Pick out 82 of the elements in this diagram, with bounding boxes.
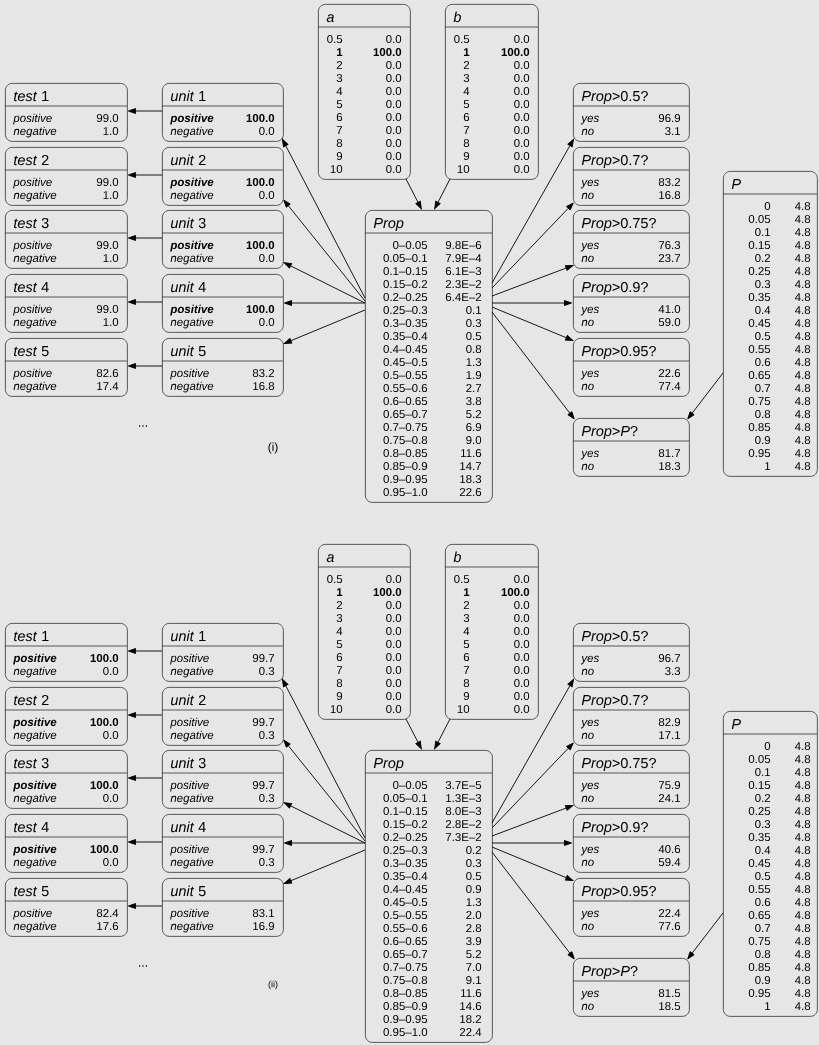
arrow: [434, 718, 451, 750]
table-box: unit 3 positive 100.0 negative 0.0: [161, 210, 284, 269]
arrow: [283, 802, 366, 844]
ellipsis: ...: [139, 965, 147, 967]
arrow: [687, 912, 724, 960]
table-box: Prop>0.5? yes 96.7 no 3.3: [572, 623, 690, 682]
table-box: unit 4 positive 99.7 negative 0.3: [161, 814, 284, 873]
panel-label: (ii): [268, 980, 278, 990]
table-box: P 0 4.8 0.05 4.8 0.1 4.8 0.15 4.8 0.2 4.8 0.25 4.8 0.3 4.8 0.35 4.8 0.4 4.8 0.45 4.8 0.5 4.8 0.55 4.8 0.6 4.8 0.65 4.8 0.7 4.8 0.75 4.8 0.8 4.8 0.85 4.8 0.9 4.8 0.95 4.8 1 4.8: [722, 171, 818, 477]
arrow: [491, 742, 574, 829]
ellipsis: ...: [139, 425, 147, 427]
arrow: [127, 903, 163, 909]
arrow: [283, 199, 366, 302]
table-box: test 3 positive 99.0 negative 1.0: [4, 210, 128, 269]
arrow: [491, 851, 575, 960]
arrow: [127, 775, 163, 781]
table-box: test 1 positive 100.0 negative 0.0: [4, 623, 128, 682]
arrow: [127, 839, 163, 845]
arrow: [127, 235, 163, 241]
arrow: [127, 172, 163, 178]
table-box: Prop>P? yes 81.5 no 18.5: [572, 958, 690, 1017]
arrow: [491, 805, 574, 837]
table-box: P 0 4.8 0.05 4.8 0.1 4.8 0.15 4.8 0.2 4.8 0.25 4.8 0.3 4.8 0.35 4.8 0.4 4.8 0.45 4.8 0.5 4.8 0.55 4.8 0.6 4.8 0.65 4.8 0.7 4.8 0.75 4.8 0.8 4.8 0.85 4.8 0.9 4.8 0.95 4.8 1 4.8: [722, 711, 818, 1017]
arrow: [127, 108, 163, 114]
table-box: unit 1 positive 99.7 negative 0.3: [161, 623, 284, 682]
arrow: [491, 138, 574, 284]
arrow: [405, 178, 422, 210]
table-box: Prop>P? yes 81.7 no 18.3: [572, 418, 690, 477]
table-box: unit 5 positive 83.2 negative 16.8: [161, 338, 284, 397]
table-box: unit 3 positive 99.7 negative 0.3: [161, 750, 284, 809]
table-box: unit 4 positive 100.0 negative 0.0: [161, 274, 284, 333]
arrow: [281, 138, 366, 299]
table-box: Prop>0.95? yes 22.4 no 77.6: [572, 878, 690, 937]
arrow: [687, 372, 724, 420]
table-box: b 0.5 0.0 1 100.0 2 0.0 3 0.0 4 0.0 5 0.0 6 0.0 7 0.0 8 0.0 9 0.0 10 0.0: [444, 4, 539, 180]
arrow: [127, 363, 163, 369]
arrow: [491, 846, 574, 881]
table-box: unit 5 positive 83.1 negative 16.9: [161, 878, 284, 937]
table-box: test 4 positive 100.0 negative 0.0: [4, 814, 128, 873]
arrow: [283, 849, 366, 884]
table-box: test 1 positive 99.0 negative 1.0: [4, 83, 128, 142]
arrow: [491, 311, 575, 420]
table-box: test 2 positive 100.0 negative 0.0: [4, 687, 128, 746]
arrow: [491, 202, 574, 289]
arrow: [127, 712, 163, 718]
arrow: [491, 306, 574, 341]
table-box: Prop>0.75? yes 75.9 no 24.1: [572, 750, 690, 809]
arrow: [127, 299, 163, 305]
table-box: Prop>0.5? yes 96.9 no 3.1: [572, 83, 690, 142]
table-box: test 3 positive 100.0 negative 0.0: [4, 750, 128, 809]
table-box: Prop>0.9? yes 40.6 no 59.4: [572, 814, 690, 873]
arrow: [491, 678, 574, 824]
arrow: [434, 178, 451, 210]
arrow: [127, 648, 163, 654]
table-box: b 0.5 0.0 1 100.0 2 0.0 3 0.0 4 0.0 5 0.0 6 0.0 7 0.0 8 0.0 9 0.0 10 0.0: [444, 544, 539, 720]
table-box: Prop>0.9? yes 41.0 no 59.0: [572, 274, 690, 333]
table-box: test 4 positive 99.0 negative 1.0: [4, 274, 128, 333]
arrow: [491, 265, 574, 297]
arrow: [405, 718, 422, 750]
table-box: unit 1 positive 100.0 negative 0.0: [161, 83, 284, 142]
table-box: Prop 0–0.05 3.7E–5 0.05–0.1 1.3E–3 0.1–0.15 8.0E–3 0.15–0.2 2.8E–2 0.2–0.25 7.3E–2 0.25–0.3 0.2 0.3–0.35 0.3 0.35–0.4 0.5 0.4–0.45 0.9 0.45–0.5 1.3 0.5–0.55 2.0 0.55–0.6 2.8 0.6–0.65 3.9 0.65–0.7 5.2 0.7–0.75 7.0 0.75–0.8 9.1 0.8–0.85 11.6 0.85–0.9 14.6 0.9–0.95 18.2 0.95–1.0 22.4: [364, 750, 493, 1043]
table-box: Prop>0.7? yes 82.9 no 17.1: [572, 687, 690, 746]
arrow: [281, 678, 366, 839]
table-box: unit 2 positive 99.7 negative 0.3: [161, 687, 284, 746]
arrow: [283, 309, 366, 344]
arrow: [283, 262, 366, 304]
panel-label: (i): [268, 442, 278, 454]
table-box: test 5 positive 82.6 negative 17.4: [4, 338, 128, 397]
table-box: test 5 positive 82.4 negative 17.6: [4, 878, 128, 937]
table-box: a 0.5 0.0 1 100.0 2 0.0 3 0.0 4 0.0 5 0.0 6 0.0 7 0.0 8 0.0 9 0.0 10 0.0: [317, 544, 411, 720]
table-box: a 0.5 0.0 1 100.0 2 0.0 3 0.0 4 0.0 5 0.0 6 0.0 7 0.0 8 0.0 9 0.0 10 0.0: [317, 4, 411, 180]
arrow: [491, 840, 573, 846]
arrow: [283, 300, 366, 306]
table-box: Prop>0.7? yes 83.2 no 16.8: [572, 147, 690, 206]
table-box: unit 2 positive 100.0 negative 0.0: [161, 147, 284, 206]
table-box: Prop>0.75? yes 76.3 no 23.7: [572, 210, 690, 269]
arrow: [283, 840, 366, 846]
table-box: test 2 positive 99.0 negative 1.0: [4, 147, 128, 206]
table-box: Prop>0.95? yes 22.6 no 77.4: [572, 338, 690, 397]
arrow: [491, 300, 573, 306]
table-box: Prop 0–0.05 9.8E–6 0.05–0.1 7.9E–4 0.1–0.15 6.1E–3 0.15–0.2 2.3E–2 0.2–0.25 6.4E–2 0.25–0.3 0.1 0.3–0.35 0.3 0.35–0.4 0.5 0.4–0.45 0.8 0.45–0.5 1.3 0.5–0.55 1.9 0.55–0.6 2.7 0.6–0.65 3.8 0.65–0.7 5.2 0.7–0.75 6.9 0.75–0.8 9.0 0.8–0.85 11.6 0.85–0.9 14.7 0.9–0.95 18.3 0.95–1.0 22.6: [364, 210, 493, 503]
arrow: [283, 739, 366, 842]
